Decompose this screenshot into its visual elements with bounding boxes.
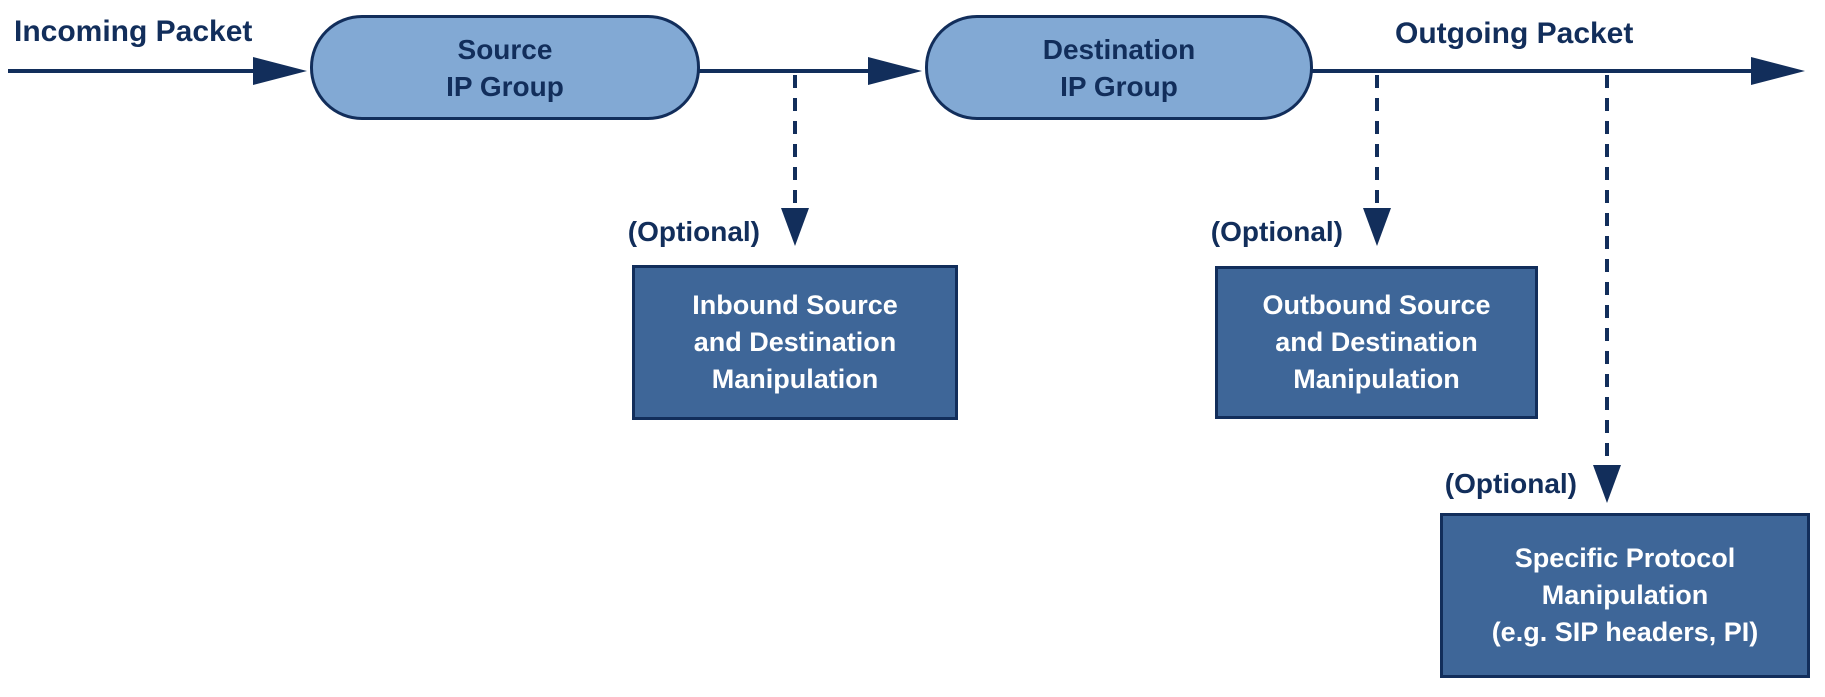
- inbound-dashed-line: [793, 75, 797, 208]
- protocol-dashed-arrowhead-icon: [1593, 465, 1621, 503]
- source-to-destination-arrowhead-icon: [868, 57, 922, 85]
- inbound-optional-label: (Optional): [627, 216, 760, 247]
- incoming-arrow-line: [8, 69, 255, 73]
- outbound-manipulation-box: Outbound Source and Destination Manipula…: [1215, 266, 1538, 419]
- outgoing-packet-label: Outgoing Packet: [1395, 17, 1634, 50]
- destination-ip-group-node: Destination IP Group: [925, 15, 1313, 120]
- outgoing-arrow-line: [1310, 69, 1753, 73]
- inbound-dashed-arrowhead-icon: [781, 208, 809, 246]
- inbound-manipulation-box: Inbound Source and Destination Manipulat…: [632, 265, 958, 420]
- outbound-dashed-line: [1375, 75, 1379, 208]
- incoming-packet-label: Incoming Packet: [14, 15, 253, 48]
- protocol-dashed-line: [1605, 75, 1609, 465]
- source-ip-group-node: Source IP Group: [310, 15, 700, 120]
- outgoing-arrowhead-icon: [1751, 57, 1805, 85]
- outbound-optional-label: (Optional): [1210, 216, 1343, 247]
- protocol-manipulation-box: Specific Protocol Manipulation (e.g. SIP…: [1440, 513, 1810, 678]
- outbound-dashed-arrowhead-icon: [1363, 208, 1391, 246]
- incoming-arrowhead-icon: [253, 57, 307, 85]
- source-to-destination-line: [697, 69, 870, 73]
- protocol-optional-label: (Optional): [1444, 468, 1577, 499]
